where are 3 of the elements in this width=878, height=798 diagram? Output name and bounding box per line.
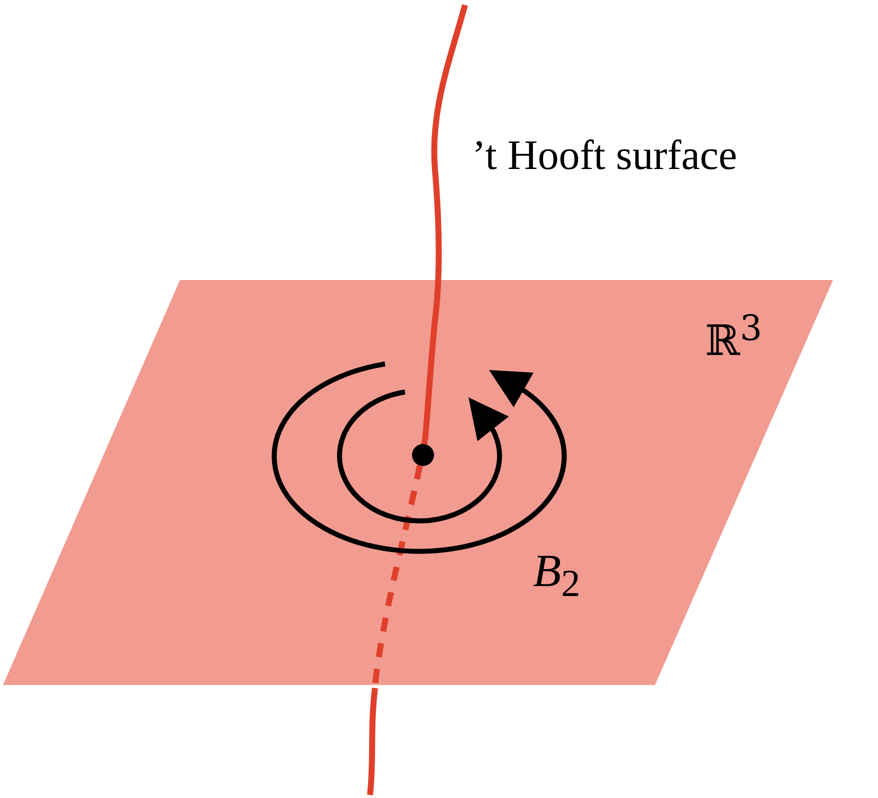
loop-label: B$_{2}$: [533, 548, 580, 604]
space-label: ℝ$^{3}$: [705, 312, 762, 362]
surface-label: ’t Hooft surface: [472, 135, 738, 177]
